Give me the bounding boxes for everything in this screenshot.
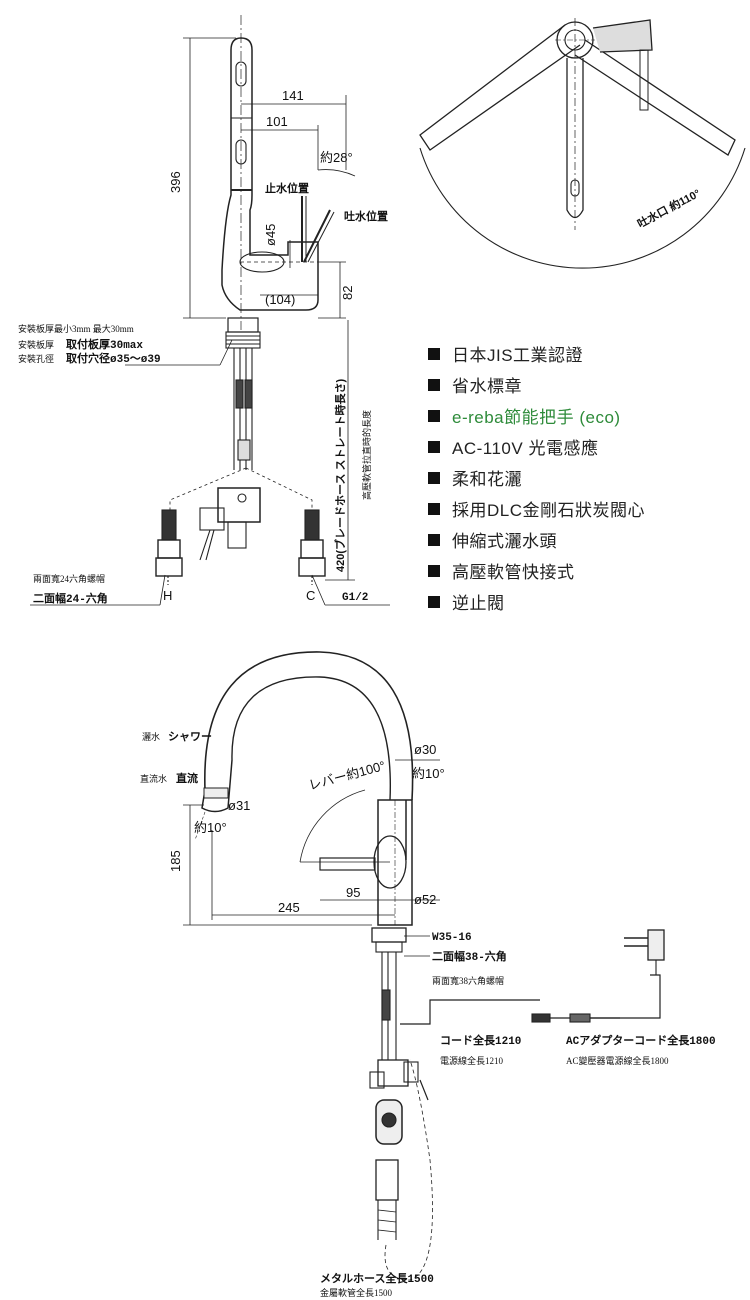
- dim-104: (104): [265, 292, 295, 307]
- dia-30: ø30: [414, 742, 436, 757]
- mount-thickness-cn: 安裝板厚最小3mm 最大30mm: [18, 323, 134, 334]
- dim-396: 396: [168, 171, 183, 193]
- lever-angle: レバー約100°: [307, 758, 387, 793]
- feature-item: e-reba節能把手 (eco): [428, 400, 748, 431]
- dim-101: 101: [266, 114, 288, 129]
- hose-length: 420(ブレードホース ストレート時長さ): [333, 378, 347, 572]
- cold-label: C: [306, 588, 315, 603]
- mount-hole-cn: 安裝孔徑: [18, 353, 54, 364]
- bullet-square-icon: [428, 595, 440, 608]
- dim-245: 245: [278, 900, 300, 915]
- bullet-square-icon: [428, 502, 440, 515]
- feature-label: AC-110V 光電感應: [452, 439, 599, 458]
- feature-item: 伸縮式灑水頭: [428, 524, 748, 555]
- angle-28: 約28°: [320, 150, 353, 165]
- feature-label: 高壓軟管快接式: [452, 563, 575, 582]
- top-view-faucet: [419, 18, 746, 269]
- bullet-square-icon: [428, 440, 440, 453]
- nut-38-jp: 二面幅38-六角: [432, 949, 507, 964]
- side-view-dimensions: [30, 37, 390, 606]
- bullet-square-icon: [428, 409, 440, 422]
- angle-10b: 約10°: [412, 766, 445, 781]
- thread-w35: W35-16: [432, 932, 472, 944]
- shower-cn: 灑水: [142, 731, 160, 742]
- feature-label: 日本JIS工業認證: [452, 346, 584, 365]
- feature-item: 高壓軟管快接式: [428, 555, 748, 586]
- bullet-square-icon: [428, 378, 440, 391]
- feature-label: 柔和花灑: [452, 470, 522, 489]
- feature-item: 柔和花灑: [428, 462, 748, 493]
- feature-label: 逆止閥: [452, 594, 505, 613]
- feature-label: e-reba節能把手 (eco): [452, 408, 621, 427]
- side-view-faucet: [155, 15, 335, 585]
- nut-38-cn: 兩面寬38六角螺帽: [432, 975, 504, 986]
- dia-45: ø45: [263, 224, 278, 246]
- bullet-square-icon: [428, 533, 440, 546]
- adapter-length-jp: ACアダプターコード全長1800: [566, 1033, 716, 1048]
- straight-jp: 直流: [176, 771, 198, 785]
- hose-length-cn: 高壓軟管拉直時的長度: [361, 410, 372, 500]
- bullet-square-icon: [428, 564, 440, 577]
- top-view-angle: 吐水口 約110°: [635, 186, 703, 231]
- pull-down-faucet: [194, 651, 665, 1281]
- dim-95: 95: [346, 885, 360, 900]
- mount-plate-cn: 安裝板厚: [18, 339, 54, 350]
- dia-31: ø31: [228, 798, 250, 813]
- mount-hole-jp: 取付穴径ø35～ø39: [66, 351, 161, 366]
- straight-cn: 直流水: [140, 773, 167, 784]
- feature-list: 日本JIS工業認證省水標章 e-reba節能把手 (eco) AC-110V 光電感…: [428, 338, 748, 617]
- stop-position-label: 止水位置: [265, 181, 309, 195]
- metal-hose-jp: メタルホース全長1500: [320, 1271, 434, 1286]
- feature-label: 伸縮式灑水頭: [452, 532, 557, 551]
- nut-24-jp: 二面幅24-六角: [33, 591, 108, 606]
- shower-jp: シャワー: [168, 730, 212, 743]
- cord-length-cn: 電源線全長1210: [440, 1055, 504, 1066]
- thread-g12: G1/2: [342, 592, 368, 604]
- pull-view-dimensions: [183, 759, 440, 957]
- feature-item: 逆止閥: [428, 586, 748, 617]
- bullet-square-icon: [428, 347, 440, 360]
- feature-item: 日本JIS工業認證: [428, 338, 748, 369]
- dia-52: ø52: [414, 892, 436, 907]
- cord-length-jp: コード全長1210: [440, 1033, 521, 1048]
- adapter-length-cn: AC變壓器電源線全長1800: [566, 1055, 669, 1066]
- angle-10a: 約10°: [194, 820, 227, 835]
- mount-plate-jp: 取付板厚30max: [66, 337, 143, 352]
- feature-label: 採用DLC金剛石狀炭閥心: [452, 501, 646, 520]
- feature-item: AC-110V 光電感應: [428, 431, 748, 462]
- feature-item: 採用DLC金剛石狀炭閥心: [428, 493, 748, 524]
- hot-label: H: [163, 588, 172, 603]
- dim-185: 185: [168, 850, 183, 872]
- nut-24-cn: 兩面寬24六角螺帽: [33, 573, 105, 584]
- feature-label: 省水標章: [452, 377, 522, 396]
- feature-item: 省水標章: [428, 369, 748, 400]
- bullet-square-icon: [428, 471, 440, 484]
- dim-141: 141: [282, 88, 304, 103]
- metal-hose-cn: 金屬軟管全長1500: [320, 1287, 393, 1298]
- spout-position-label: 吐水位置: [344, 209, 388, 223]
- dim-82: 82: [340, 286, 355, 300]
